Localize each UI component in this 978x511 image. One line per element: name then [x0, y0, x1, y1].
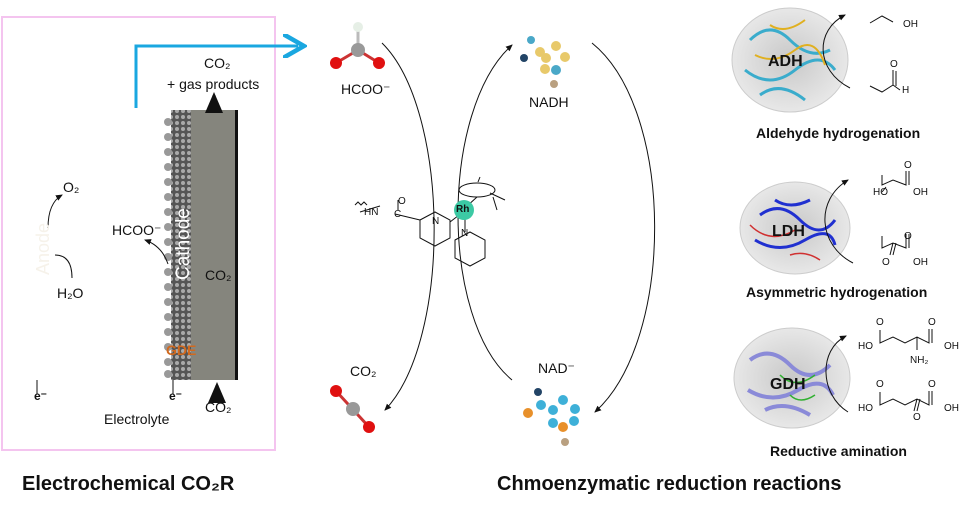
chemoenzymatic-title: Chmoenzymatic reduction reactions — [497, 473, 842, 495]
ldh-label: LDH — [772, 223, 805, 240]
nad-molecule — [523, 388, 580, 446]
c-label: C — [394, 209, 402, 220]
ldh-protein — [739, 181, 851, 275]
gdh-product-o2: O — [928, 317, 936, 328]
anode-label: Anode — [33, 222, 53, 275]
gdh-substrate-ho: HO — [858, 403, 873, 414]
adh-label: ADH — [768, 53, 803, 70]
gdh-substrate-o1: O — [876, 379, 884, 390]
co2-molecule — [330, 385, 375, 433]
ldh-product-oh: OH — [913, 187, 928, 198]
nadh-molecule — [520, 36, 570, 88]
electrochem-title: Electrochemical CO₂R — [22, 473, 235, 495]
adh-protein — [731, 7, 849, 113]
gdh-product-oh: OH — [944, 341, 959, 352]
adh-substrate-o: O — [890, 59, 898, 70]
arc-formate-oxidation — [381, 42, 435, 411]
adh-caption: Aldehyde hydrogenation — [756, 125, 921, 141]
ldh-caption: Asymmetric hydrogenation — [746, 284, 928, 300]
electron-right-label: e⁻ — [169, 389, 183, 403]
flow-arrow — [134, 46, 298, 108]
gde-label: GDE — [166, 342, 197, 358]
nad-label: NAD⁻ — [538, 360, 575, 376]
n1-label: N — [432, 216, 440, 227]
gdh-caption: Reductive amination — [770, 443, 907, 459]
formate-molecule — [330, 22, 385, 69]
gas-diffusion-electrode — [164, 110, 238, 380]
gdh-protein — [733, 327, 851, 429]
gdh-substrate-o2: O — [928, 379, 936, 390]
hcoo-label: HCOO⁻ — [112, 222, 162, 238]
n2-label: N — [461, 228, 469, 239]
nadh-label: NADH — [529, 94, 569, 110]
arc-ldh — [824, 179, 854, 264]
arc-adh — [822, 14, 851, 89]
arrow-h2o — [54, 254, 73, 279]
arrow-hcoo — [144, 239, 169, 265]
gdh-substrate-oh: OH — [944, 403, 959, 414]
gdh-product-nh2: NH₂ — [910, 355, 929, 366]
arc-gdh — [825, 335, 849, 413]
rh-atom — [454, 200, 474, 220]
h2o-label: H₂O — [57, 285, 84, 301]
gdh-label: GDH — [770, 376, 806, 393]
arrow-o2 — [47, 194, 63, 229]
cathode-label: Cathode — [173, 208, 194, 280]
gas-products-label: + gas products — [167, 76, 260, 92]
cell-frame — [1, 16, 276, 451]
co2-inside-label: CO₂ — [205, 267, 232, 283]
cycle-co2-label: CO₂ — [350, 363, 377, 379]
ldh-substrate-o1: O — [904, 231, 912, 242]
cycle-hcoo-label: HCOO⁻ — [341, 81, 391, 97]
chem-structures — [869, 15, 933, 412]
co2-in-label: CO₂ — [205, 399, 232, 415]
o-label: O — [398, 196, 406, 207]
ldh-substrate-oh: OH — [913, 257, 928, 268]
o2-label: O₂ — [63, 179, 80, 195]
adh-product-oh: OH — [903, 19, 918, 30]
adh-substrate-h: H — [902, 85, 910, 96]
gdh-substrate-o3: O — [913, 412, 921, 423]
rh-label: Rh — [456, 204, 470, 215]
hn-label: HN — [364, 207, 379, 218]
gdh-product-ho: HO — [858, 341, 873, 352]
gdh-product-o1: O — [876, 317, 884, 328]
gas-out-label: CO₂ — [204, 55, 231, 71]
arc-enzymatic — [591, 42, 656, 413]
ldh-substrate-o2: O — [882, 257, 890, 268]
electron-left-label: e⁻ — [34, 389, 48, 403]
rh-catalyst-structure — [354, 176, 506, 267]
electrolyte-label: Electrolyte — [104, 411, 170, 427]
ldh-product-ho: HO — [873, 187, 888, 198]
ldh-product-o: O — [904, 160, 912, 171]
